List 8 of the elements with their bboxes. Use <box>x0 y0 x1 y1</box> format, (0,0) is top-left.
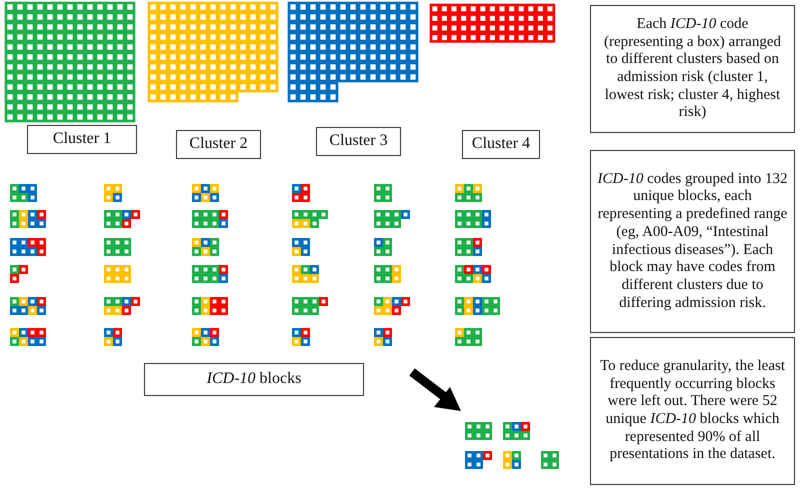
text-box: ICD-10 blocks <box>144 363 364 396</box>
cluster-label-box: Cluster 4 <box>462 130 540 159</box>
text-box: To reduce granularity, the least frequently occurring blocks were left out. There were 52 unique ICD-10 blocks which represented 90% of all presentations in the dataset. <box>590 337 795 485</box>
cluster-label-box: Cluster 1 <box>27 125 137 154</box>
text-box: Each ICD-10 code (representing a box) arranged to different clusters based on admission risk (cluster 1, lowest risk; cluster 4, highest risk) <box>590 5 795 133</box>
cluster-label-box: Cluster 3 <box>316 127 401 156</box>
cluster-label-box: Cluster 2 <box>176 130 261 159</box>
text-box: ICD-10 codes grouped into 132 unique blocks, each representing a predefined range (eg, A00-A09, “Intestinal infectious diseases”). Each block may have codes from different clusters due to differing admission risk. <box>590 150 795 333</box>
